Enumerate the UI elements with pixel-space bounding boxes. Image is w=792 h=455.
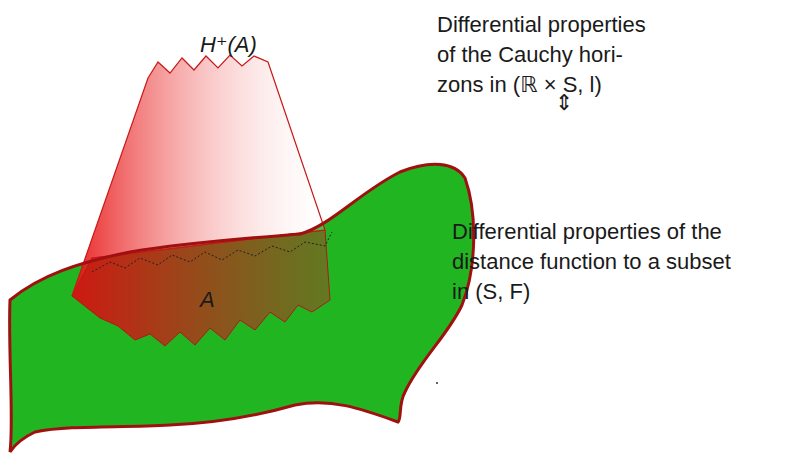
- surface-border: [10, 164, 474, 452]
- statement-text: Differential properties of the distance …: [452, 217, 752, 307]
- statement-text: Differential properties of the Cauchy ho…: [437, 10, 659, 100]
- horizon-sheet: [72, 55, 325, 296]
- equivalence-symbol: ⇕: [555, 88, 573, 118]
- dot: [436, 382, 438, 384]
- set-label: H⁺(A): [200, 30, 257, 60]
- set-label: A: [200, 285, 215, 315]
